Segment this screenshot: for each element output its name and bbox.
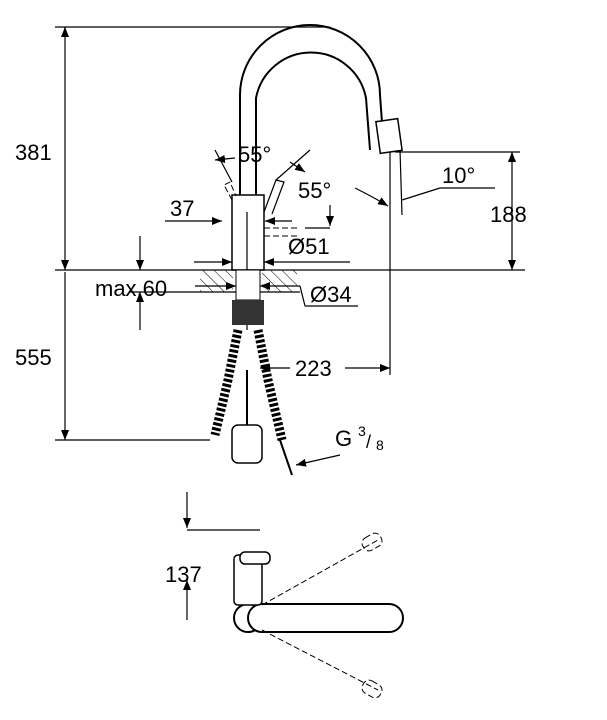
- label-below-deck: 555: [15, 345, 52, 370]
- spout-top: [247, 603, 404, 633]
- spout-inner: [255, 51, 371, 195]
- label-reach: 223: [295, 356, 332, 381]
- label-thread: G 3 / 8: [335, 423, 384, 453]
- label-lever-angle-side: 55°: [298, 178, 331, 203]
- thread-numerator: 3: [358, 423, 366, 439]
- thread-g: G: [335, 426, 352, 451]
- label-lever-angle-top: 55°: [238, 142, 271, 167]
- hose-left: [210, 329, 243, 437]
- lever-ghost: [223, 181, 237, 201]
- hose-right: [253, 329, 287, 442]
- mounting-nut: [232, 300, 264, 325]
- label-spout-height: 188: [490, 202, 527, 227]
- label-hole-diameter: Ø34: [310, 282, 352, 307]
- thread-denominator: 8: [376, 437, 384, 453]
- label-spout-angle: 10°: [442, 163, 475, 188]
- dimension-lines: [55, 26, 520, 467]
- lever: [263, 179, 285, 215]
- faucet-body: [231, 194, 265, 271]
- faucet-top-view: [183, 492, 404, 699]
- weight: [231, 424, 263, 464]
- label-lever-offset: 37: [170, 196, 194, 221]
- spout-outer: [239, 24, 385, 195]
- label-max-deck: max.60: [95, 276, 167, 301]
- label-body-diameter: Ø51: [288, 234, 330, 259]
- label-total-height: 381: [15, 140, 52, 165]
- label-top-offset: 137: [165, 562, 202, 587]
- pull-out-head: [375, 117, 403, 155]
- svg-text:/: /: [366, 432, 371, 452]
